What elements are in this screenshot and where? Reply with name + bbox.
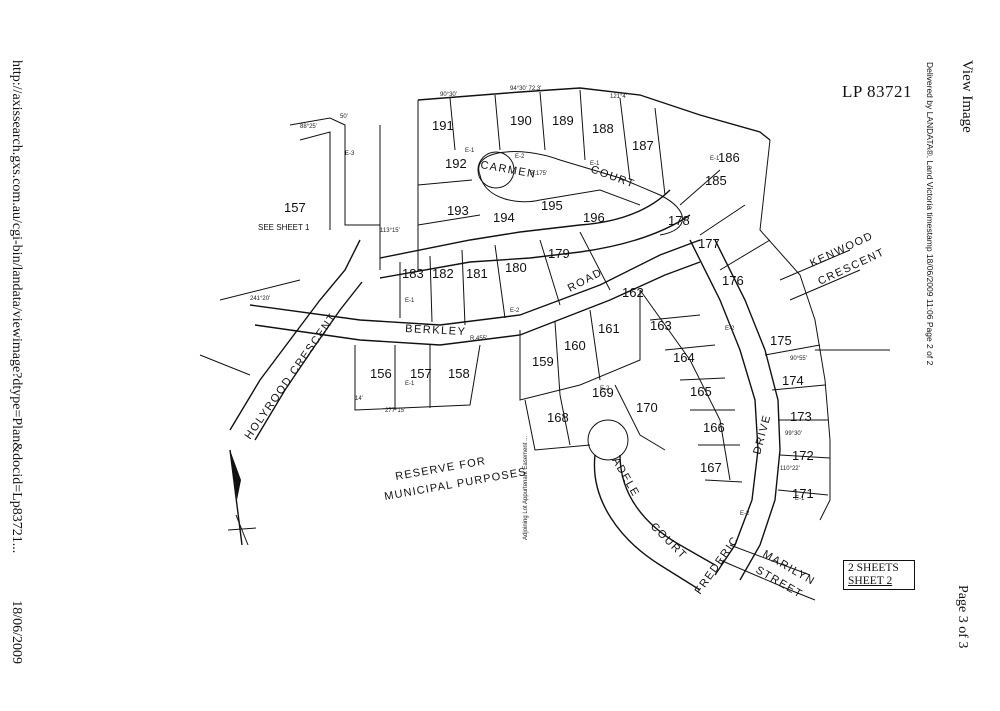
lot-label: 171 [792, 486, 814, 501]
svg-text:14': 14' [355, 396, 363, 402]
lot-label: 164 [673, 350, 695, 365]
lot-label: 168 [547, 410, 569, 425]
lot-label: 174 [782, 373, 804, 388]
lot-label: 192 [445, 156, 467, 171]
plan-notes: RESERVE FOR MUNICIPAL PURPOSES SEE SHEET… [258, 223, 529, 540]
lot-label-outer: 157 [284, 200, 306, 215]
lot-label: 186 [718, 150, 740, 165]
svg-text:90°55': 90°55' [790, 356, 807, 362]
svg-text:90°30': 90°30' [440, 92, 457, 98]
sheets-box: 2 SHEETS SHEET 2 [843, 560, 915, 590]
lot-label: 167 [700, 460, 722, 475]
svg-text:E-2: E-2 [740, 511, 750, 517]
svg-text:E-3: E-3 [345, 151, 355, 157]
lot-label: 170 [636, 400, 658, 415]
lot-label: 163 [650, 318, 672, 333]
lot-label: 190 [510, 113, 532, 128]
lot-label: 169 [592, 385, 614, 400]
lot-label: 173 [790, 409, 812, 424]
svg-text:E-2: E-2 [725, 326, 735, 332]
lot-label: 196 [583, 210, 605, 225]
lot-label: 194 [493, 210, 515, 225]
road-label-berkley: BERKLEY [405, 323, 467, 338]
svg-text:E-1: E-1 [465, 148, 475, 154]
svg-text:E-1: E-1 [710, 156, 720, 162]
lot-label: 189 [552, 113, 574, 128]
sheets-total: 2 SHEETS [848, 562, 899, 574]
lot-label: 191 [432, 118, 454, 133]
lot-label: 166 [703, 420, 725, 435]
road-label-carmen-court: COURT [589, 164, 637, 191]
road-label-frederic: FREDERIC [693, 534, 742, 597]
road-label-adele-court: COURT [648, 521, 689, 562]
svg-text:88°25': 88°25' [300, 124, 317, 130]
lot-label: 161 [598, 321, 620, 336]
svg-text:99°30': 99°30' [785, 431, 802, 437]
svg-text:110°22': 110°22' [780, 466, 800, 472]
lot-label: 157 [410, 366, 432, 381]
svg-text:94°30' 72.3': 94°30' 72.3' [510, 86, 541, 92]
road-label-carmen: CARMEN [479, 159, 537, 181]
lot-label: 181 [466, 266, 488, 281]
boundary-lines [199, 87, 890, 601]
svg-text:E-1: E-1 [795, 496, 805, 502]
lot-label: 156 [370, 366, 392, 381]
svg-text:R.175': R.175' [530, 171, 547, 177]
svg-text:R.455': R.455' [470, 336, 487, 342]
lot-label: 180 [505, 260, 527, 275]
lot-label: 182 [432, 266, 454, 281]
road-label-drive: DRIVE [751, 413, 773, 456]
lot-label: 159 [532, 354, 554, 369]
svg-text:50': 50' [340, 114, 348, 120]
lot-label: 178 [668, 213, 690, 228]
lot-label: 160 [564, 338, 586, 353]
lot-label: 179 [548, 246, 570, 261]
svg-text:113°15': 113°15' [380, 228, 400, 234]
svg-text:E-1: E-1 [405, 298, 415, 304]
lot-label: 162 [622, 285, 644, 300]
lot-label: 183 [402, 266, 424, 281]
lot-label: 175 [770, 333, 792, 348]
lot-label: 177 [698, 236, 720, 251]
svg-text:E-1: E-1 [590, 161, 600, 167]
svg-text:E-2: E-2 [510, 308, 520, 314]
lot-label: 176 [722, 273, 744, 288]
easement-note: Adjoining Lot Appurtenant Easement ... [523, 436, 529, 540]
dimension-annotations: 90°30' 94°30' 72.3' 121°4' 88°25' 50' E-… [250, 86, 807, 517]
road-label-adele: ADELE [609, 456, 641, 500]
lot-label: 187 [632, 138, 654, 153]
see-sheet-note: SEE SHEET 1 [258, 223, 310, 232]
lot-labels: 191 190 189 188 187 186 185 192 193 194 … [284, 113, 814, 501]
svg-text:241°20': 241°20' [250, 296, 270, 302]
lot-label: 188 [592, 121, 614, 136]
svg-text:121°4': 121°4' [610, 94, 627, 100]
lot-label: 195 [541, 198, 563, 213]
lot-label: 185 [705, 173, 727, 188]
lot-label: 172 [792, 448, 814, 463]
svg-text:E-2: E-2 [600, 386, 610, 392]
lot-label: 158 [448, 366, 470, 381]
sheet-current: SHEET 2 [848, 575, 893, 587]
svg-text:277°15': 277°15' [385, 408, 405, 414]
lot-label: 193 [447, 203, 469, 218]
svg-text:E-2: E-2 [515, 154, 525, 160]
lot-label: 165 [690, 384, 712, 399]
plan-number: LP 83721 [842, 82, 912, 101]
svg-text:E-1: E-1 [405, 381, 415, 387]
